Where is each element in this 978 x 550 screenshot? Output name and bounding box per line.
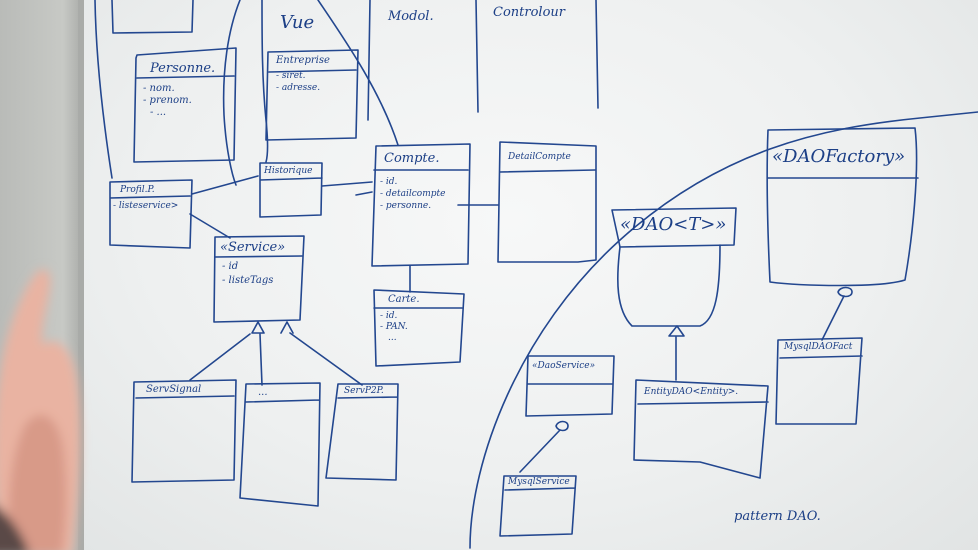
whiteboard-frame bbox=[78, 0, 84, 550]
daot-lower bbox=[617, 244, 721, 327]
daoservice-box bbox=[525, 355, 615, 417]
class-personne-attr: - nom. bbox=[143, 83, 175, 94]
servp2p-box bbox=[325, 383, 399, 481]
link-etc bbox=[259, 333, 263, 386]
class-compte-attr: - id. bbox=[380, 177, 398, 187]
class-personne-attr: - ... bbox=[150, 107, 167, 118]
heading-modele: Modol. bbox=[388, 9, 434, 24]
historique-box bbox=[259, 162, 323, 218]
compte-box bbox=[371, 143, 471, 267]
class-compte-attr: - personne. bbox=[380, 201, 432, 211]
curve-left bbox=[94, 0, 113, 179]
class-entreprise-name: Entreprise bbox=[276, 55, 330, 66]
class-entreprise-attr: - siret. bbox=[276, 71, 306, 81]
class-service-attr: - listeTags bbox=[222, 275, 274, 286]
class-carte-attr: - id. bbox=[380, 311, 398, 321]
heading-vue: Vue bbox=[280, 12, 315, 33]
profil-box bbox=[109, 179, 193, 249]
class-carte-attr: ... bbox=[388, 333, 397, 343]
class-service-name: «Service» bbox=[220, 240, 286, 255]
class-servp2p-name: ServP2P. bbox=[344, 386, 384, 396]
class-mysqlfactory-name: MysqlDAOFact bbox=[784, 342, 853, 352]
link-historique-compte bbox=[321, 181, 373, 187]
link-mysql-factory bbox=[821, 295, 845, 341]
arrow-to-compte bbox=[355, 191, 373, 196]
link-servsignal bbox=[189, 333, 251, 381]
top-left-box bbox=[111, 0, 194, 34]
class-detailcompte-name: DetailCompte bbox=[508, 152, 571, 162]
class-carte-name: Carte. bbox=[388, 294, 420, 305]
daofactory-box bbox=[766, 127, 919, 287]
personne-box bbox=[133, 47, 237, 163]
daot-box bbox=[611, 207, 737, 248]
heading-controleur: Controlour bbox=[493, 5, 565, 20]
class-historique-name: Historique bbox=[264, 166, 313, 176]
detailcompte-box bbox=[497, 141, 597, 263]
link-servp2p bbox=[289, 332, 363, 386]
class-compte-name: Compte. bbox=[384, 151, 440, 166]
mysqlfactory-box bbox=[775, 337, 863, 425]
curve-entreprise bbox=[261, 0, 269, 163]
entitydao-box bbox=[633, 379, 769, 479]
class-profil-attr: - listeservice> bbox=[113, 201, 179, 211]
class-service-attr: - id bbox=[222, 261, 239, 272]
class-servsignal-name: ServSignal bbox=[146, 384, 202, 395]
servsignal-box bbox=[131, 379, 237, 483]
class-etc-name: ... bbox=[258, 387, 268, 398]
class-compte-attr: - detailcompte bbox=[380, 189, 446, 199]
class-personne-attr: - prenom. bbox=[143, 95, 192, 106]
daot-triangle bbox=[668, 325, 685, 337]
link-profil-historique bbox=[191, 175, 259, 195]
link-profil-service bbox=[189, 213, 231, 239]
class-entreprise-attr: - adresse. bbox=[276, 83, 321, 93]
mysqlservice-box bbox=[499, 475, 577, 537]
class-personne-name: Personne. bbox=[150, 61, 216, 76]
pattern-caption: pattern DAO. bbox=[734, 509, 821, 524]
class-daoservice-name: «DaoService» bbox=[532, 361, 596, 371]
whiteboard bbox=[78, 0, 978, 550]
entreprise-box bbox=[265, 49, 359, 141]
daoservice-triangle bbox=[555, 420, 569, 432]
mvc-frame bbox=[367, 0, 599, 121]
hand-silhouette bbox=[0, 269, 81, 550]
carte-box bbox=[373, 289, 465, 367]
class-carte-attr: - PAN. bbox=[380, 322, 408, 332]
class-daofactory-name: «DAOFactory» bbox=[772, 146, 906, 167]
curve-compte bbox=[317, 0, 399, 146]
link-mysqlservice bbox=[519, 429, 561, 473]
class-profil-name: Profil.P. bbox=[120, 185, 155, 195]
service-box bbox=[213, 235, 305, 323]
etc-box bbox=[239, 382, 321, 507]
service-triangles bbox=[251, 321, 294, 334]
class-daot-name: «DAO<T>» bbox=[620, 214, 727, 235]
factory-triangle bbox=[837, 286, 853, 298]
dao-arc bbox=[469, 111, 978, 549]
class-mysqlservice-name: MysqlService bbox=[508, 477, 570, 487]
class-entitydao-name: EntityDAO<Entity>. bbox=[644, 387, 739, 397]
curve-mid bbox=[222, 0, 241, 186]
